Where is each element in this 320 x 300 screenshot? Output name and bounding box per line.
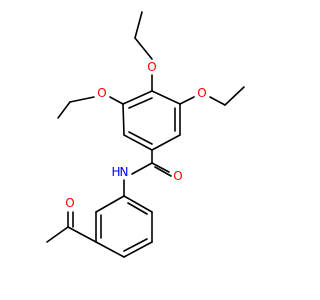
bond: [134, 11, 143, 39]
bond: [67, 226, 97, 243]
molecule-diagram: O O O O N H O: [46, 11, 245, 258]
bond: [123, 134, 153, 151]
hydrogen-label-amide: H: [111, 165, 120, 179]
bond: [224, 86, 245, 106]
oxygen-label-top: O: [147, 60, 156, 74]
bond: [151, 90, 181, 105]
bond: [122, 90, 153, 105]
bond: [95, 241, 125, 258]
oxygen-label-right: O: [197, 86, 206, 100]
bond: [109, 96, 124, 105]
bond: [123, 238, 148, 252]
bond: [151, 162, 170, 173]
nitrogen-label-amide: N: [120, 165, 129, 179]
atom-labels: O O O O N H O: [65, 60, 206, 210]
bond: [46, 226, 69, 243]
bond: [123, 241, 153, 258]
bond: [209, 96, 226, 106]
bond: [134, 37, 153, 60]
oxygen-label-amide: O: [173, 169, 182, 183]
bond: [127, 202, 148, 215]
bond-lines: [46, 11, 245, 258]
bond: [151, 134, 181, 151]
bond: [69, 96, 95, 103]
bond: [131, 162, 153, 175]
bond: [128, 97, 153, 109]
oxygen-label-left: O: [97, 86, 106, 100]
bond: [123, 195, 153, 213]
oxygen-label-acetyl: O: [65, 196, 74, 210]
bond: [122, 103, 125, 136]
bond: [95, 195, 125, 213]
bond: [128, 131, 153, 145]
bond: [154, 166, 172, 177]
bond: [57, 101, 71, 119]
bond: [179, 96, 195, 105]
